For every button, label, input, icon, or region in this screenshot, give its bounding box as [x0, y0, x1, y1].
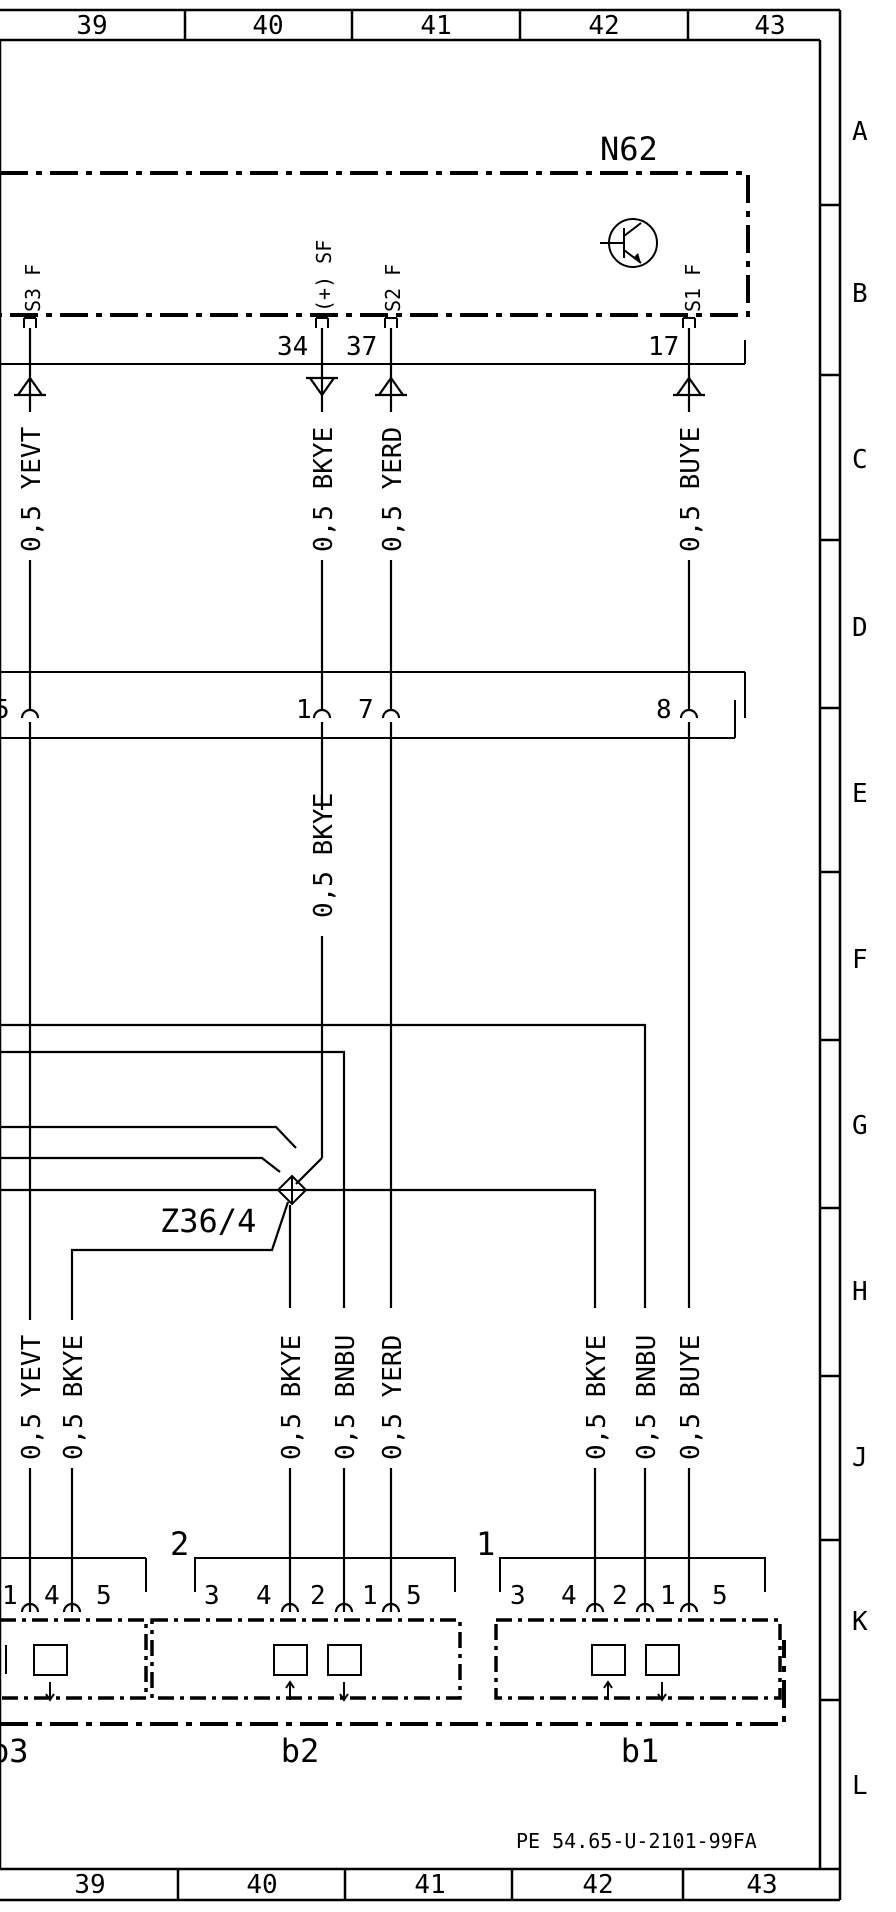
- wire-label: 0,5 BUYE: [676, 1335, 706, 1460]
- col-label-top: 42: [588, 11, 619, 41]
- input-arrow-icon: [673, 328, 705, 412]
- col-label-bottom: 39: [74, 1870, 105, 1900]
- connector-pin-number: 1: [296, 695, 312, 725]
- row-label: K: [852, 1607, 868, 1637]
- switch-pin-number: 5: [406, 1581, 422, 1611]
- module-pins: S3 F (+) SF S2 F S1 F 34 37 17: [21, 240, 705, 362]
- row-label: H: [852, 1277, 868, 1307]
- col-label-top: 43: [754, 11, 785, 41]
- col-label-bottom: 43: [746, 1870, 777, 1900]
- lower-wires: [28, 1468, 691, 1612]
- control-module: N62: [0, 130, 750, 365]
- switch-pin-number: 4: [561, 1581, 577, 1611]
- connector-pin-number: 8: [656, 695, 672, 725]
- switch-id: b1: [621, 1732, 660, 1770]
- row-label: D: [852, 613, 868, 643]
- module-pin-number: 17: [648, 332, 679, 362]
- row-label: F: [852, 945, 868, 975]
- wire-label: 0,5 YEVT: [17, 426, 47, 552]
- row-label: G: [852, 1111, 868, 1141]
- switch-pin-number: 1: [362, 1581, 378, 1611]
- wire-label: 0,5 BKYE: [309, 427, 339, 552]
- wire-label: 0,5 YEVT: [17, 1334, 47, 1460]
- connector-pin-number: 7: [358, 695, 374, 725]
- switch-pin-number: 1: [660, 1581, 676, 1611]
- module-pin-label: S1 F: [681, 264, 705, 312]
- col-label-top: 40: [252, 11, 283, 41]
- switch-pin-number: 4: [256, 1581, 272, 1611]
- switch-pin-number: 3: [204, 1581, 220, 1611]
- output-arrow-icon: [306, 328, 338, 412]
- lower-wire-labels: 0,5 YEVT 0,5 BKYE 0,5 BKYE 0,5 BNBU 0,5 …: [17, 1334, 706, 1460]
- col-label-bottom: 41: [414, 1870, 445, 1900]
- switch-pin-number: 2: [310, 1581, 326, 1611]
- wire-label: 0,5 YERD: [378, 1335, 408, 1460]
- switch-id: b3: [0, 1732, 29, 1770]
- wire-label: 0,5 BKYE: [582, 1335, 612, 1460]
- splice-id: Z36/4: [160, 1202, 256, 1240]
- module-id: N62: [600, 130, 658, 168]
- row-label: E: [852, 779, 868, 809]
- module-pin-label: S3 F: [21, 264, 45, 312]
- switch-pin-number: 5: [712, 1581, 728, 1611]
- switch-group-number: 1: [476, 1525, 495, 1563]
- intermediate-connector: 5 1 7 8: [0, 671, 746, 739]
- row-label: B: [852, 279, 868, 309]
- wires: [0, 560, 691, 1320]
- wire-label: 0,5 BUYE: [676, 427, 706, 552]
- column-labels: 39 40 41 42 43 39 40 41 42 43: [74, 11, 785, 1900]
- pin-direction-icons: [14, 328, 705, 412]
- switch-group-number: 2: [170, 1525, 189, 1563]
- wire-label: 0,5 BKYE: [309, 793, 339, 918]
- connector-pin-number: 5: [0, 695, 10, 725]
- upper-wire-labels: 0,5 YEVT 0,5 BKYE 0,5 YERD 0,5 BUYE: [17, 426, 706, 552]
- module-pin-label: (+) SF: [312, 240, 336, 312]
- module-pin-label: S2 F: [381, 264, 405, 312]
- switch-b3: 1 4 5 b3: [0, 1557, 148, 1770]
- transistor-icon: [600, 218, 658, 268]
- row-label: A: [852, 117, 868, 147]
- wire-label: 0,5 BNBU: [632, 1335, 662, 1460]
- switch-pin-number: 2: [612, 1581, 628, 1611]
- row-labels: A B C D E F G H J K L: [852, 117, 868, 1801]
- module-pin-number: 34: [277, 332, 308, 362]
- switch-b2: 2 3 4 2 1 5 b2: [150, 1525, 462, 1770]
- switch-pin-number: 5: [96, 1581, 112, 1611]
- col-label-bottom: 42: [582, 1870, 613, 1900]
- wire-label: 0,5 BKYE: [59, 1335, 89, 1460]
- reference-code: PE 54.65-U-2101-99FA: [516, 1829, 757, 1853]
- col-label-top: 41: [420, 11, 451, 41]
- input-arrow-icon: [14, 328, 46, 412]
- splice: Z36/4: [160, 1174, 308, 1240]
- col-label-top: 39: [76, 11, 107, 41]
- switch-pin-number: 3: [510, 1581, 526, 1611]
- wire-label: 0,5 BKYE: [277, 1335, 307, 1460]
- switch-id: b2: [281, 1732, 320, 1770]
- switch-pin-number: 1: [2, 1581, 18, 1611]
- input-arrow-icon: [375, 328, 407, 412]
- row-label: C: [852, 445, 868, 475]
- row-label: J: [852, 1443, 868, 1473]
- wire-label: 0,5 BNBU: [331, 1335, 361, 1460]
- wire-label: 0,5 YERD: [378, 427, 408, 552]
- module-pin-number: 37: [346, 332, 377, 362]
- switch-b1: 1 3 4 2 1 5 b1: [476, 1525, 782, 1770]
- switch-pin-number: 4: [44, 1581, 60, 1611]
- row-label: L: [852, 1771, 868, 1801]
- col-label-bottom: 40: [246, 1870, 277, 1900]
- frame: [0, 8, 842, 1902]
